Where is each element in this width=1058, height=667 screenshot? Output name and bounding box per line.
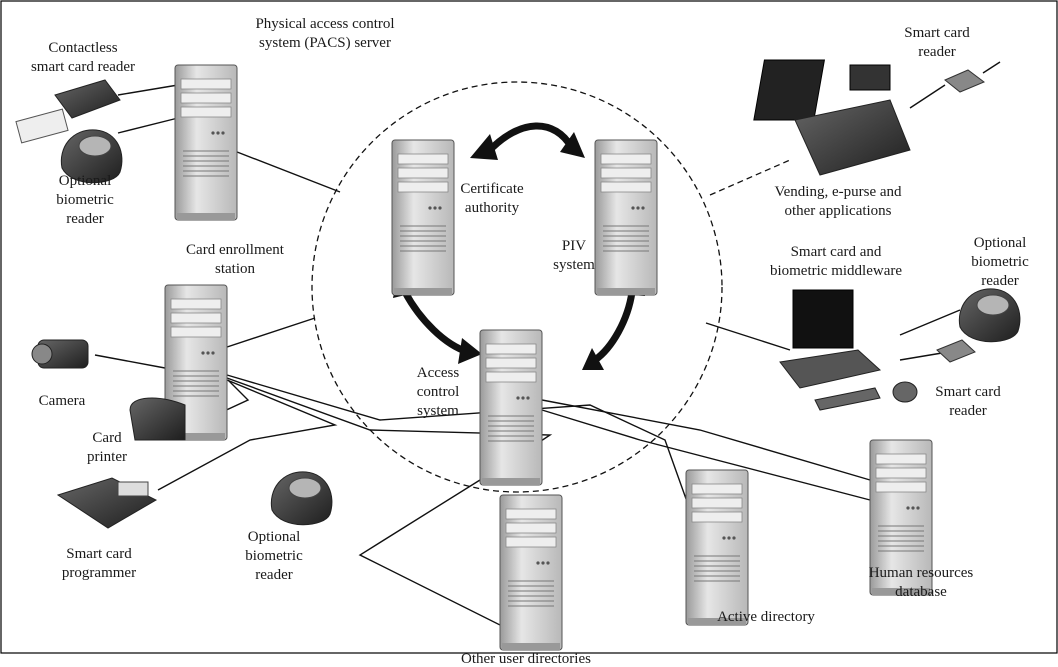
camera-label: Camera [39,393,86,409]
card-printer-label: Card printer [87,430,127,465]
label-line: Contactless [48,40,117,56]
pacs-server-icon [174,64,238,221]
middleware-label: Smart card and biometric middleware [770,244,902,279]
card-enrollment-label: Card enrollment station [186,242,285,277]
optional-biometric-bottom-label: Optional biometric reader [245,529,303,583]
label-line: other applications [784,203,891,219]
smart-card-reader-right-icon [936,339,976,363]
smart-card-reader-top-label: Smart card reader [904,25,970,60]
camera-icon [31,339,89,369]
label-line: Physical access control [255,16,394,32]
access-control-label: Access control system [417,365,460,419]
label-line: system (PACS) server [259,35,391,51]
certificate-authority-label: Certificate authority [460,181,524,216]
vending-label: Vending, e-purse and other applications [774,184,902,219]
label-line: Human resources [869,565,974,581]
other-directories-server-icon [499,494,563,651]
label-line: reader [255,567,292,583]
label-line: system [553,257,595,273]
label-line: system [417,403,459,419]
smart-card-programmer-icon [56,477,158,529]
label-line: reader [949,403,986,419]
contactless-reader-icon [15,79,121,144]
label-line: reader [66,211,103,227]
biometric-reader-right-icon [958,288,1021,343]
label-line: Camera [39,393,86,409]
label-line: Smart card [904,25,970,41]
workstation-icon [779,289,918,411]
label-line: Active directory [717,609,815,625]
active-directory-server-icon [685,469,749,626]
smart-card-programmer-label: Smart card programmer [62,546,136,581]
label-line: Optional [248,529,301,545]
label-line: Access [417,365,460,381]
piv-system-server-icon [594,139,658,296]
label-line: Vending, e-purse and [774,184,902,200]
label-line: Smart card and [791,244,882,260]
label-line: Card enrollment [186,242,285,258]
label-line: Optional [974,235,1027,251]
piv-system-label: PIV system [553,238,595,273]
vending-terminal-icon [753,59,911,176]
smart-card-reader-top-icon [944,69,985,93]
label-line: biometric [971,254,1029,270]
biometric-reader-bottom-icon [270,471,333,526]
label-line: programmer [62,565,136,581]
label-line: Other user directories [461,651,591,667]
optional-biometric-left-label: Optional biometric reader [56,173,114,227]
optional-biometric-right-label: Optional biometric reader [971,235,1029,289]
other-user-directories-label: Other user directories [461,651,591,667]
label-line: biometric [245,548,303,564]
label-line: biometric [56,192,114,208]
card-printer-icon [129,397,186,441]
smart-card-reader-right-label: Smart card reader [935,384,1001,419]
label-line: PIV [562,238,586,254]
access-control-server-icon [479,329,543,486]
label-line: Certificate [460,181,524,197]
label-line: Smart card [66,546,132,562]
label-line: Smart card [935,384,1001,400]
label-line: station [215,261,255,277]
label-line: reader [918,44,955,60]
pacs-server-label: Physical access control system (PACS) ser… [255,16,394,51]
label-line: control [417,384,460,400]
label-line: database [895,584,947,600]
label-line: Optional [59,173,112,189]
human-resources-label: Human resources database [869,565,974,600]
trusted-zone-circle [311,81,723,493]
label-line: reader [981,273,1018,289]
label-line: authority [465,200,520,216]
label-line: printer [87,449,127,465]
label-line: biometric middleware [770,263,902,279]
contactless-reader-label: Contactless smart card reader [31,40,135,75]
active-directory-label: Active directory [717,609,815,625]
label-line: smart card reader [31,59,135,75]
label-line: Card [92,430,122,446]
certificate-authority-server-icon [391,139,455,296]
